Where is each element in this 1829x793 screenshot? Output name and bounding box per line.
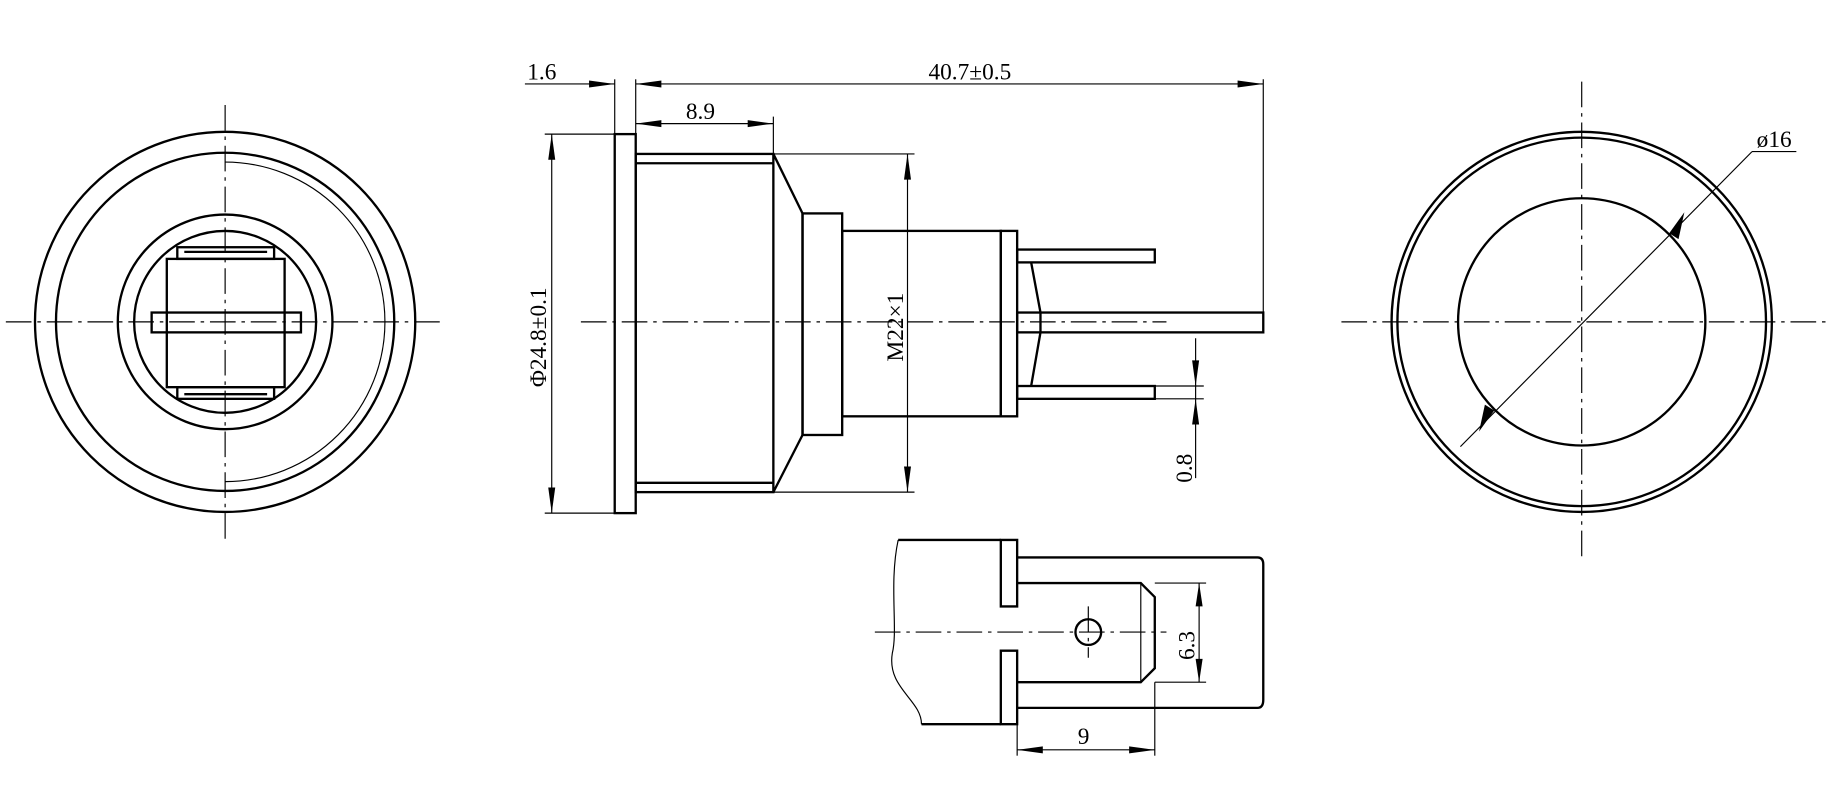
dim-front-length: 8.9 [686,99,715,125]
dim-thread: M22×1 [883,293,909,362]
dim-pin-thickness: 0.8 [1172,454,1198,483]
terminal-detail-view: 6.3 9 [874,538,1265,756]
dim-lens-diameter: ø16 [1757,127,1792,153]
front-view: ø16 [1341,81,1826,563]
rear-view [5,104,444,539]
dim-total-length: 40.7±0.5 [928,59,1011,85]
dim-terminal-length: 9 [1078,724,1090,750]
dim-flange-thickness: 1.6 [527,59,556,85]
dim-terminal-width: 6.3 [1174,631,1200,660]
side-view: 1.6 40.7±0.5 8.9 Φ24.8±0.1 M22×1 0.8 [524,59,1265,515]
dim-flange-diameter: Φ24.8±0.1 [526,287,552,387]
